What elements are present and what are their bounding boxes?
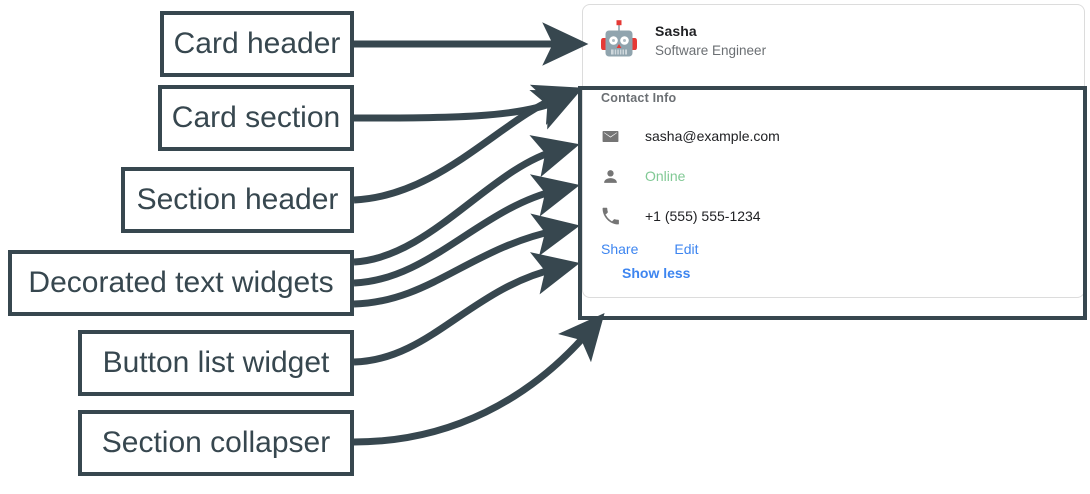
decorated-text-row-status: Online: [601, 161, 1068, 191]
section-collapser: Show less: [622, 265, 1068, 283]
callout-card-header-label: Card header: [173, 27, 341, 60]
connector-section-collapser: [353, 312, 605, 446]
callout-card-header: Card header: [160, 11, 354, 77]
button-list-widget: Share Edit: [601, 241, 1068, 257]
connector-section-header: [353, 84, 581, 204]
contact-card: Sasha Software Engineer Contact Info sas…: [582, 4, 1085, 298]
section-header: Contact Info: [601, 91, 677, 105]
email-icon: [601, 127, 623, 146]
card-title: Sasha: [655, 22, 697, 39]
robot-avatar-icon: [597, 18, 641, 62]
decorated-text-row-email: sasha@example.com: [601, 121, 1068, 151]
callout-decorated-label: Decorated text widgets: [28, 266, 334, 299]
card-subtitle: Software Engineer: [655, 42, 767, 58]
card-identity: Sasha Software Engineer: [655, 23, 766, 58]
phone-icon: [601, 207, 623, 226]
callout-section-collapser: Section collapser: [78, 410, 354, 476]
connector-decorated-email: [353, 135, 580, 266]
connector-card-section: [353, 89, 581, 130]
status-value: Online: [645, 168, 686, 184]
callout-section-header: Section header: [121, 167, 354, 233]
phone-value: +1 (555) 555-1234: [645, 208, 761, 224]
card-header: Sasha Software Engineer: [583, 5, 1084, 75]
connector-decorated-phone: [353, 213, 580, 308]
connector-decorated-status: [353, 174, 580, 287]
callout-decorated-text-widgets: Decorated text widgets: [8, 250, 354, 316]
edit-button[interactable]: Edit: [674, 241, 699, 257]
callout-section-header-label: Section header: [136, 183, 339, 216]
callout-button-list-widget: Button list widget: [78, 330, 354, 396]
show-less-button[interactable]: Show less: [622, 265, 691, 281]
callout-card-section-label: Card section: [171, 101, 341, 134]
callout-button-list-label: Button list widget: [102, 346, 330, 379]
email-value: sasha@example.com: [645, 128, 780, 144]
person-icon: [601, 167, 623, 186]
decorated-text-row-phone: +1 (555) 555-1234: [601, 201, 1068, 231]
connector-button-list: [353, 252, 580, 366]
callout-collapser-label: Section collapser: [101, 426, 331, 459]
card-section-body: Contact Info sasha@example.com Online: [583, 75, 1084, 297]
callout-card-section: Card section: [158, 85, 354, 151]
share-button[interactable]: Share: [601, 241, 639, 257]
